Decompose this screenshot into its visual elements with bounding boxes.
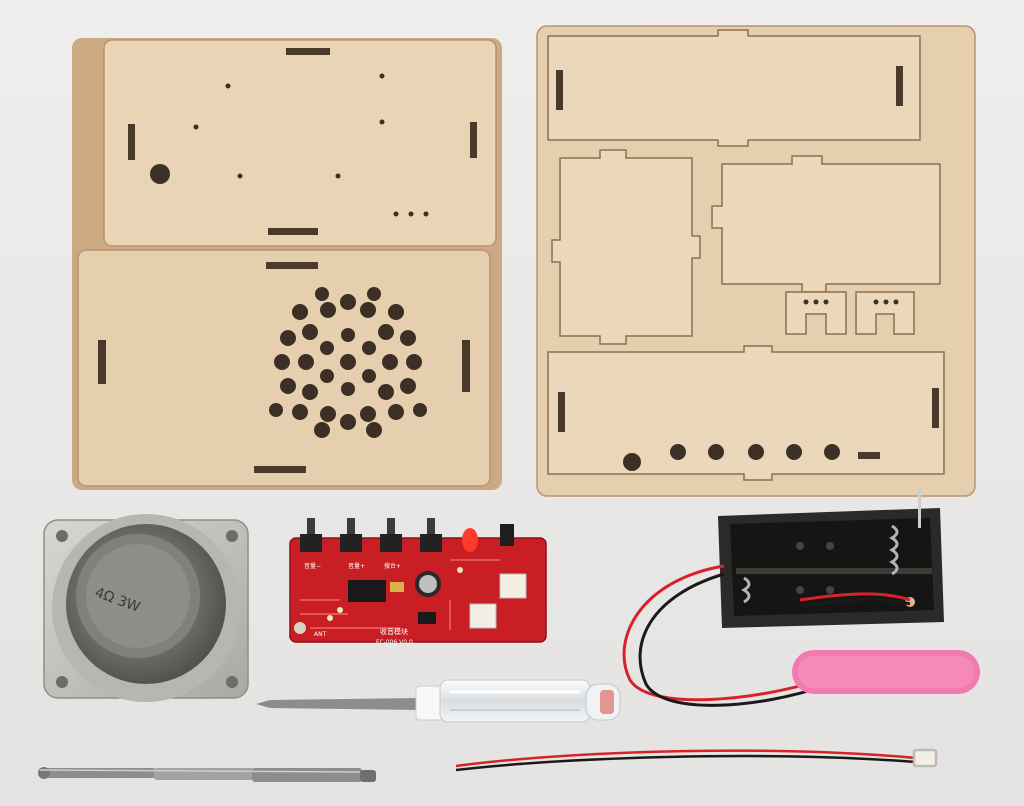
battery-holder [718,488,944,628]
battery-wires [622,564,911,707]
telescopic-antenna [38,767,376,782]
svg-text:音量+: 音量+ [348,562,365,570]
radio-circuit-board: 音量− 音量+ 搜台+ 收音模块 FC-006 V0.0 ANT [289,518,547,646]
wooden-side-parts-panel [536,25,976,497]
sanding-stick [792,650,980,694]
pcb-model-label: FC-006 V0.0 [376,639,413,646]
wooden-front-back-panel [72,38,502,490]
power-switch [500,524,514,546]
svg-text:音量−: 音量− [304,562,321,570]
speaker: 4Ω 3W [43,514,249,702]
svg-text:收音模块: 收音模块 [380,627,408,636]
screwdriver [256,679,621,723]
pcb-ant-label: ANT [314,631,327,638]
led [462,528,478,552]
connector-wire [455,748,938,772]
svg-text:搜台+: 搜台+ [384,562,401,570]
tactile-buttons [300,518,442,552]
speaker-grille [269,287,427,438]
